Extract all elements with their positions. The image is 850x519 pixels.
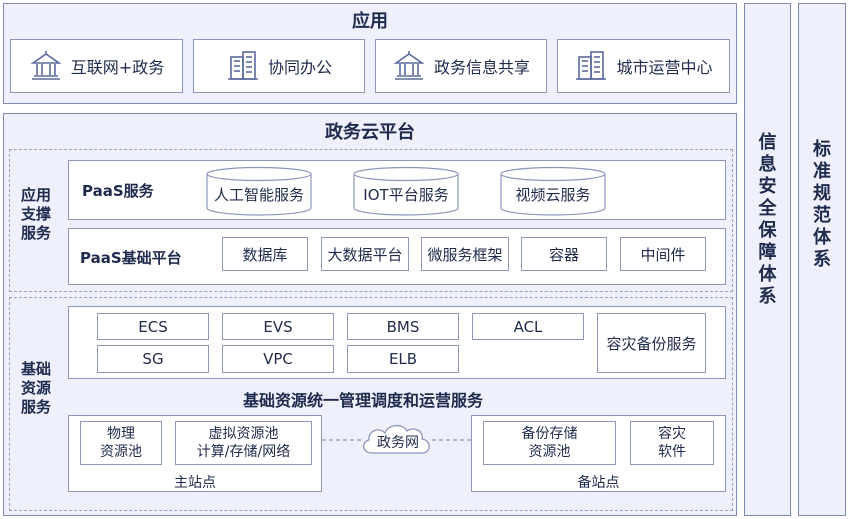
main-site-label: 主站点 xyxy=(174,475,216,491)
video-cloud-cylinder[interactable]: 视频云服务 xyxy=(499,166,607,216)
office-building-icon xyxy=(576,51,607,80)
government-building-icon xyxy=(393,51,425,80)
database-box[interactable]: 数据库 xyxy=(222,237,308,271)
app-layer-title: 应用 xyxy=(352,11,388,32)
platform-title: 政务云平台 xyxy=(325,122,415,143)
virtual-pool-line: 计算/存储/网络 xyxy=(196,444,291,460)
app-item-internet-gov[interactable]: 互联网+政务 xyxy=(10,39,183,93)
app-item-label: 互联网+政务 xyxy=(70,58,165,77)
ai-service-cylinder[interactable]: 人工智能服务 xyxy=(205,166,313,216)
disaster-backup-box[interactable]: 容灾备份服务 xyxy=(597,313,706,373)
backup-storage-box[interactable]: 备份存储 资源池 xyxy=(483,421,616,465)
standard-system-panel: 标 准 规 范 体 系 xyxy=(798,3,846,516)
security-system-panel: 信 息 安 全 保 障 体 系 xyxy=(744,3,791,516)
app-item-city-ops-center[interactable]: 城市运营中心 xyxy=(557,39,730,93)
app-item-label: 城市运营中心 xyxy=(616,58,713,77)
big-data-platform-box[interactable]: 大数据平台 xyxy=(321,237,409,271)
backup-site-label: 备站点 xyxy=(577,475,620,491)
evs-box[interactable]: EVS xyxy=(222,313,334,340)
vpc-box[interactable]: VPC xyxy=(222,345,334,373)
app-support-side-label: 应用 支撑 服务 xyxy=(20,186,51,242)
cylinder-label: 人工智能服务 xyxy=(213,186,304,204)
physical-pool-box[interactable]: 物理 资源池 xyxy=(80,421,162,465)
government-building-icon xyxy=(30,51,62,80)
basic-resource-region xyxy=(9,297,733,511)
dr-software-line: 软件 xyxy=(658,444,686,460)
acl-box[interactable]: ACL xyxy=(472,313,584,340)
paas-base-label: PaaS基础平台 xyxy=(80,249,182,267)
bms-box[interactable]: BMS xyxy=(347,313,459,340)
iot-service-cylinder[interactable]: IOT平台服务 xyxy=(352,166,460,216)
microservice-framework-box[interactable]: 微服务框架 xyxy=(421,237,509,271)
app-item-collab-office[interactable]: 协同办公 xyxy=(193,39,365,93)
virtual-pool-box[interactable]: 虚拟资源池 计算/存储/网络 xyxy=(175,421,312,465)
dr-software-box[interactable]: 容灾 软件 xyxy=(630,421,714,465)
container-box[interactable]: 容器 xyxy=(521,237,607,271)
app-support-region xyxy=(9,149,733,292)
app-item-gov-info-sharing[interactable]: 政务信息共享 xyxy=(375,39,547,93)
virtual-pool-line: 虚拟资源池 xyxy=(208,426,279,442)
unified-mgmt-title: 基础资源统一管理调度和运营服务 xyxy=(242,391,483,410)
gov-network-label: 政务网 xyxy=(377,435,419,451)
physical-pool-line: 物理 xyxy=(107,426,135,442)
paas-service-label: PaaS服务 xyxy=(82,182,154,200)
backup-storage-line: 备份存储 xyxy=(521,426,578,442)
basic-resource-side-label: 基础 资源 服务 xyxy=(20,360,51,416)
dr-software-line: 容灾 xyxy=(658,426,686,442)
physical-pool-line: 资源池 xyxy=(100,444,142,460)
sg-box[interactable]: SG xyxy=(97,345,209,373)
cylinder-label: 视频云服务 xyxy=(515,186,591,204)
ecs-box[interactable]: ECS xyxy=(97,313,209,340)
app-item-label: 协同办公 xyxy=(267,58,332,77)
cloud-icon xyxy=(363,424,430,454)
office-building-icon xyxy=(227,51,258,80)
cylinder-label: IOT平台服务 xyxy=(363,186,449,204)
elb-box[interactable]: ELB xyxy=(347,345,459,373)
app-item-label: 政务信息共享 xyxy=(433,58,530,77)
middleware-box[interactable]: 中间件 xyxy=(620,237,706,271)
backup-storage-line: 资源池 xyxy=(528,444,571,460)
